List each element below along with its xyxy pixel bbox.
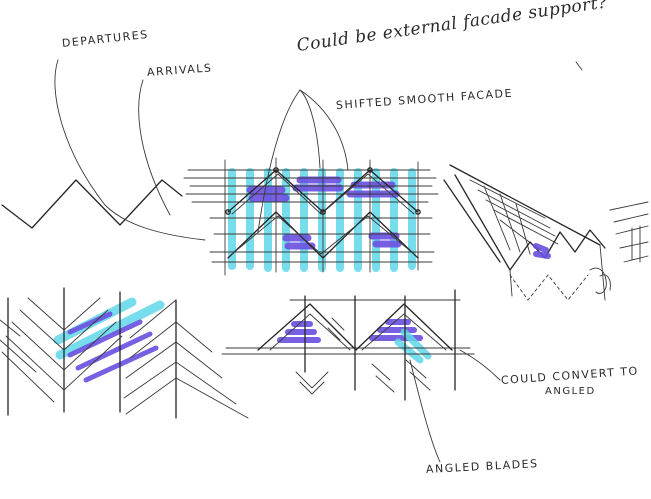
diamond-diagonals [227, 169, 419, 259]
grid-nodes [225, 167, 421, 215]
grid-verticals [224, 157, 419, 276]
leader-lines-bottom [409, 61, 583, 463]
leader-lines-center [257, 89, 349, 233]
chevron-blades [0, 287, 249, 419]
perspective-section [443, 164, 649, 301]
angled-blades-elevation [221, 289, 475, 401]
zigzag-roof-profile [1, 179, 183, 229]
leader-lines-left [54, 59, 206, 241]
grid-horizontals [183, 169, 439, 263]
facade-grid [183, 157, 439, 276]
label-angled: ANGLED [545, 386, 596, 397]
